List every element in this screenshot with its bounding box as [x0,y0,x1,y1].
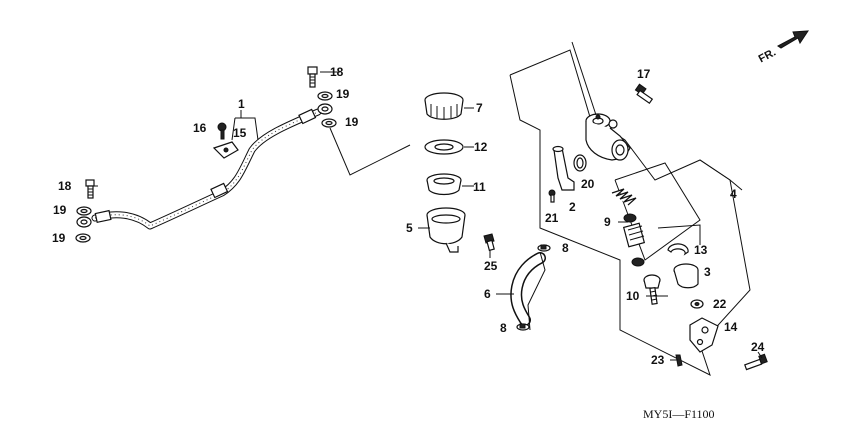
label-18-right: 18 [330,65,344,79]
reference-code: MY5I—F1100 [643,407,715,421]
label-19-right-lower: 19 [345,115,359,129]
reservoir-joint [552,145,575,191]
front-arrow-icon [777,30,809,49]
label-14: 14 [724,320,738,334]
label-21: 21 [545,211,559,225]
master-cylinder-body [585,113,631,161]
reservoir-tank [426,207,466,253]
sealing-washer-right-upper [317,91,333,101]
piston-boot [673,263,699,289]
piston-set-bracket [614,162,701,261]
leader-master-top [571,41,597,116]
banjo-bolt-right [307,66,318,88]
hose-clip-upper [537,244,551,252]
leader-15 [231,117,236,141]
leader-boot [657,224,701,245]
label-16: 16 [193,121,207,135]
leader-1-bracket [235,117,259,141]
leader-hose-to-cylinder [329,127,411,176]
leader-4 [699,159,743,191]
label-15: 15 [233,126,247,140]
brake-hose [76,103,333,230]
label-6: 6 [484,287,491,301]
hose-clip-lower [516,323,530,331]
label-18-left: 18 [58,179,72,193]
label-23: 23 [651,353,665,367]
direction-label: FR. [757,46,778,65]
joint-pin [744,353,768,371]
sealing-washer-right-lower [321,118,337,128]
push-rod [643,274,661,305]
label-9: 9 [604,215,611,229]
label-19-left-lower: 19 [52,231,66,245]
banjo-bolt-left [85,179,95,199]
cotter-pin [675,354,683,367]
label-25: 25 [484,259,498,273]
reservoir-plate [424,139,464,155]
label-10: 10 [626,289,640,303]
label-22: 22 [713,297,727,311]
joint-o-ring [573,154,587,172]
leader-24 [757,351,763,359]
label-24: 24 [751,340,765,354]
label-1: 1 [238,97,245,111]
label-8-upper: 8 [562,241,569,255]
sealing-washer-left-upper [76,206,92,216]
reservoir-cap [424,92,464,120]
hose-clamp [212,141,239,159]
label-3: 3 [704,265,711,279]
label-4: 4 [730,187,737,201]
label-5: 5 [406,221,413,235]
label-20: 20 [581,177,595,191]
circlip [667,243,689,256]
label-17: 17 [637,67,651,81]
lock-nut [690,299,704,309]
sealing-washer-left-lower [75,233,91,243]
leader-hose-clip [527,251,546,331]
mount-bolt [634,83,654,105]
label-8-lower: 8 [500,321,507,335]
label-2: 2 [569,200,576,214]
reservoir-hose [510,252,546,326]
front-direction-indicator: FR. [757,30,809,65]
piston-spring [611,188,646,267]
label-7: 7 [476,101,483,115]
joint-screw [548,189,556,203]
label-19-left-upper: 19 [53,203,67,217]
label-12: 12 [474,140,488,154]
label-19-right-upper: 19 [336,87,350,101]
push-rod-joint [689,317,719,353]
label-11: 11 [473,180,486,194]
label-13: 13 [694,243,708,257]
reservoir-screw [483,233,495,252]
clamp-bolt [217,122,227,140]
reservoir-diaphragm [426,173,462,196]
